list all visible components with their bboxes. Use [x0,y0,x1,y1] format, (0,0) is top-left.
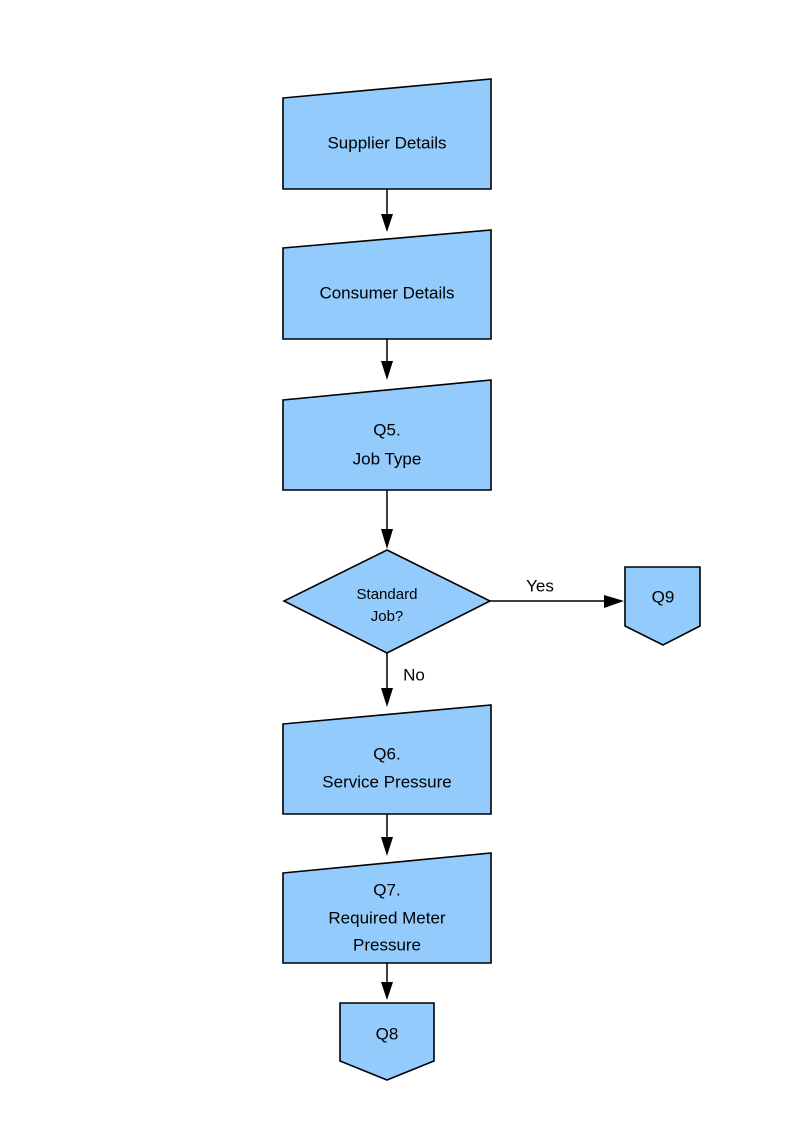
arrowhead-icon [381,688,393,707]
edge-supplier-to-consumer [381,189,393,232]
node-consumer-details[interactable]: Consumer Details [282,229,492,340]
node-label-supplier-details: Supplier Details [327,133,446,152]
node-label-decision-line1: Standard [357,586,418,603]
node-label-q7-line3: Pressure [353,935,421,954]
arrowhead-icon [381,361,393,380]
arrowhead-icon [381,529,393,549]
node-label-q7-line1: Q7. [373,880,400,899]
edge-label-no: No [403,665,425,684]
node-q8[interactable]: Q8 [339,1002,435,1081]
edge-q5-to-decision [381,490,393,549]
edge-q6-to-q7 [381,814,393,856]
node-shape-pentagon-down[interactable] [339,1002,435,1081]
node-supplier-details[interactable]: Supplier Details [282,78,492,190]
node-label-q8: Q8 [376,1024,399,1043]
node-shape-slanted-box[interactable] [282,379,492,491]
node-label-q5-line2: Job Type [353,449,422,468]
node-label-q6-line2: Service Pressure [322,772,451,791]
node-shape-slanted-box[interactable] [282,229,492,340]
node-shape-slanted-box[interactable] [282,704,492,815]
node-q7-required-meter-pressure[interactable]: Q7. Required Meter Pressure [282,852,492,964]
arrowhead-icon [381,837,393,856]
arrowhead-icon [381,214,393,232]
node-shape-diamond[interactable] [282,549,492,654]
node-standard-job-decision[interactable]: Standard Job? [282,549,492,654]
node-label-q5-line1: Q5. [373,420,400,439]
node-q5-job-type[interactable]: Q5. Job Type [282,379,492,491]
node-label-q6-line1: Q6. [373,744,400,763]
node-shape-slanted-box[interactable] [282,78,492,190]
node-q6-service-pressure[interactable]: Q6. Service Pressure [282,704,492,815]
edge-q7-to-q8 [381,963,393,1000]
node-label-q9: Q9 [652,587,675,606]
edge-decision-to-q6-no: No [381,653,425,707]
node-shape-pentagon-down[interactable] [624,566,701,646]
edge-decision-to-q9-yes: Yes [490,576,624,608]
node-shape-slanted-box[interactable] [282,852,492,964]
node-label-decision-line2: Job? [371,608,404,625]
node-label-consumer-details: Consumer Details [319,283,454,302]
arrowhead-icon [381,982,393,1000]
edge-label-yes: Yes [526,576,554,595]
node-q9[interactable]: Q9 [624,566,701,646]
edge-consumer-to-q5 [381,339,393,380]
arrowhead-icon [604,595,624,608]
node-label-q7-line2: Required Meter [328,908,446,927]
